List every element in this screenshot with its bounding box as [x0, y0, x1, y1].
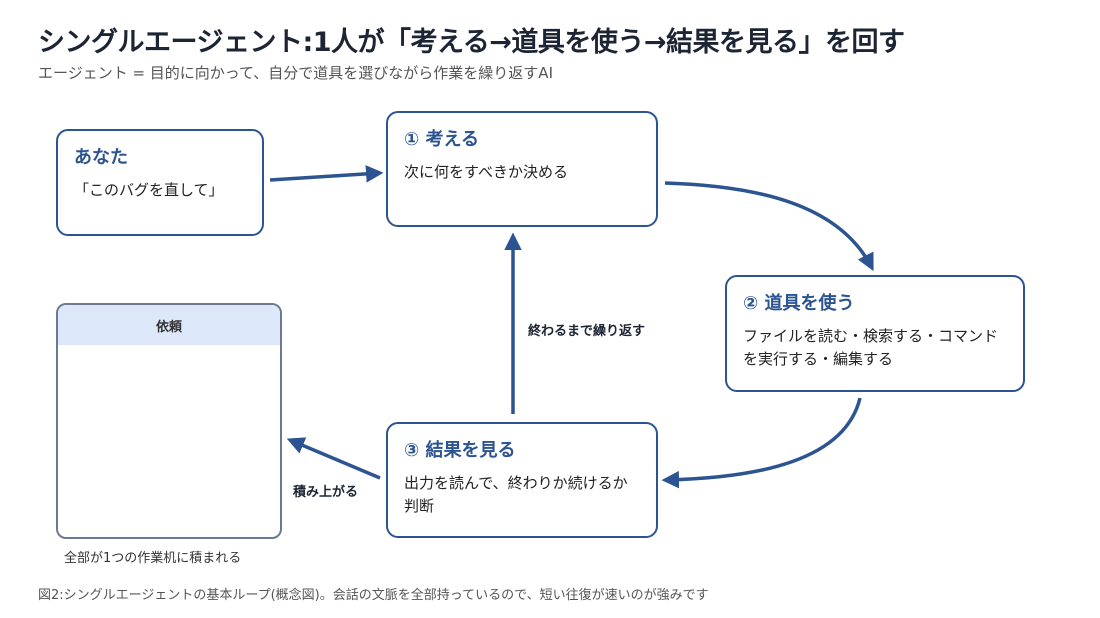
- arrow-you-to-think: [269, 165, 384, 183]
- page-title: シングルエージェント:1人が「考える→道具を使う→結果を見る」を回す: [38, 27, 905, 58]
- node-you-desc: 「このバグを直して」: [74, 181, 224, 199]
- node-think-desc: 次に何をすべきか決める: [404, 163, 568, 181]
- page-subtitle: エージェント = 目的に向かって、自分で道具を選びながら作業を繰り返すAI: [38, 64, 553, 82]
- edge-label-stack: 積み上がる: [293, 485, 359, 500]
- node-tools: ② 道具を使う ファイルを読む・検索する・コマンドを実行する・編集する: [725, 275, 1025, 392]
- edge-label-repeat: 終わるまで繰り返す: [528, 324, 646, 339]
- node-tools-desc: ファイルを読む・検索する・コマンドを実行する・編集する: [743, 327, 999, 369]
- arrow-tools-to-result: [661, 397, 862, 489]
- node-think: ① 考える 次に何をすべきか決める: [386, 111, 658, 227]
- node-tools-title: ② 道具を使う: [743, 293, 855, 314]
- node-you-title: あなた: [74, 147, 128, 168]
- node-result-desc: 出力を読んで、終わりか続けるか判断: [404, 474, 628, 516]
- node-result-title: ③ 結果を見る: [404, 440, 516, 461]
- node-result: ③ 結果を見る 出力を読んで、終わりか続けるか判断: [386, 422, 658, 538]
- node-think-title: ① 考える: [404, 129, 479, 150]
- node-you: あなた 「このバグを直して」: [56, 129, 264, 236]
- arrow-result-to-desk: [286, 437, 381, 480]
- work-desk: 依頼: [56, 303, 282, 539]
- arrow-think-to-tools: [664, 181, 874, 272]
- desk-header: 依頼: [58, 305, 280, 345]
- desk-caption: 全部が1つの作業机に積まれる: [64, 551, 242, 566]
- figure-caption: 図2:シングルエージェントの基本ループ(概念図)。会話の文脈を全部持っているので…: [38, 588, 709, 603]
